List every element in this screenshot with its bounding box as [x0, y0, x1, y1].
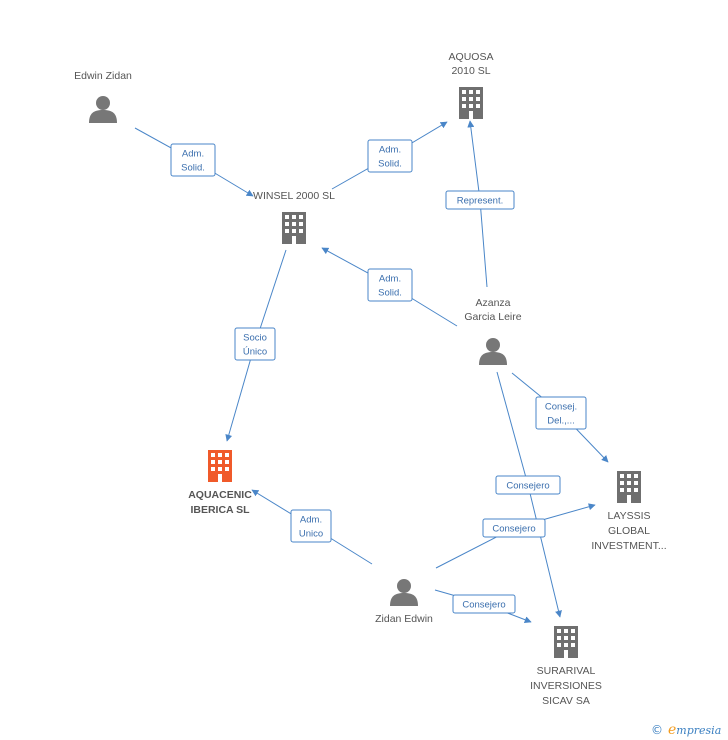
node-label: AQUACENIC: [188, 489, 252, 501]
person-icon: [390, 579, 418, 606]
edge-azanza-to-winsel: Adm. Solid.: [321, 247, 458, 327]
building-icon: [617, 471, 641, 503]
edge-azanza-to-layssis: Consej. Del.,...: [511, 372, 609, 463]
edge-label-text: Socio: [243, 333, 267, 344]
node-label: LAYSSIS: [608, 510, 651, 522]
node-label: INVERSIONES: [530, 680, 602, 692]
edge-label-background: [445, 190, 515, 210]
edge-label-text: Adm.: [300, 515, 322, 526]
edge-label-box[interactable]: Adm. Solid.: [170, 143, 216, 177]
edge-label-background: [234, 327, 276, 361]
footer: © empresia: [651, 722, 721, 738]
edge-label-text: Consej.: [545, 402, 577, 413]
edge-label-text: Adm.: [182, 149, 204, 160]
edge-azanza-to-aquosa: Represent.: [445, 120, 515, 288]
edge-label-text: Consejero: [462, 600, 505, 611]
edge-edwin_zidan-to-winsel: Adm. Solid.: [134, 127, 254, 197]
building-icon: [208, 450, 232, 482]
edge-winsel-to-aquosa: Adm. Solid.: [331, 121, 448, 190]
person-icon: [89, 96, 117, 123]
node-aquosa[interactable]: AQUOSA 2010 SL: [449, 51, 494, 119]
building-icon: [554, 626, 578, 658]
node-label: IBERICA SL: [190, 504, 250, 516]
node-label: SICAV SA: [542, 695, 590, 707]
node-label: Edwin Zidan: [74, 70, 132, 82]
building-icon: [282, 212, 306, 244]
edge-label-background: [482, 518, 546, 538]
edge-label-box[interactable]: Adm. Unico: [290, 509, 332, 543]
edge-azanza-to-surarival: Consejero: [495, 371, 562, 618]
edge-label-background: [452, 594, 516, 614]
node-label: SURARIVAL: [537, 665, 596, 677]
edge-zidan_edwin-to-surarival: Consejero: [434, 589, 532, 624]
edge-label-box[interactable]: Adm. Solid.: [367, 268, 413, 302]
node-label: Zidan Edwin: [375, 613, 433, 625]
node-label: AQUOSA: [449, 51, 494, 63]
building-icon: [459, 87, 483, 119]
edge-label-box[interactable]: Consejero: [495, 475, 561, 495]
edge-zidan_edwin-to-aquacenic: Adm. Unico: [251, 489, 373, 565]
copyright-symbol: ©: [651, 723, 663, 737]
brand-rest: mpresia: [676, 724, 721, 737]
nodes-layer: Edwin Zidan AQUOSA 2010 SL WINSEL 2000 SL Az…: [74, 51, 667, 707]
edge-label-text: Solid.: [181, 163, 205, 174]
edge-label-text: Solid.: [378, 159, 402, 170]
node-aquacenic[interactable]: AQUACENIC IBERICA SL: [188, 450, 252, 516]
node-label: INVESTMENT...: [591, 540, 666, 552]
node-winsel[interactable]: WINSEL 2000 SL: [253, 190, 335, 244]
edge-label-box[interactable]: Consej. Del.,...: [535, 396, 587, 430]
edge-label-box[interactable]: Consejero: [482, 518, 546, 538]
edge-label-text: Consejero: [506, 481, 549, 492]
node-label: GLOBAL: [608, 525, 650, 537]
node-label: 2010 SL: [451, 65, 490, 77]
node-label: Azanza: [475, 297, 510, 309]
edge-label-text: Único: [243, 347, 267, 358]
brand-logo[interactable]: empresia: [668, 722, 721, 738]
node-edwin-zidan[interactable]: Edwin Zidan: [74, 70, 132, 123]
node-surarival[interactable]: SURARIVAL INVERSIONES SICAV SA: [530, 626, 602, 707]
edge-zidan_edwin-to-layssis: Consejero: [435, 503, 596, 569]
edge-label-background: [495, 475, 561, 495]
edge-label-text: Represent.: [457, 196, 503, 207]
edge-label-text: Unico: [299, 529, 323, 540]
brand-initial: e: [668, 722, 676, 738]
edges-layer: Adm. Solid. Adm. Solid. Represent. Adm. Solid.…: [134, 120, 609, 624]
edge-label-box[interactable]: Represent.: [445, 190, 515, 210]
person-icon: [479, 338, 507, 365]
edge-label-text: Del.,...: [547, 416, 574, 427]
node-zidan-edwin[interactable]: Zidan Edwin: [375, 579, 433, 625]
edge-label-background: [535, 396, 587, 430]
node-label: WINSEL 2000 SL: [253, 190, 335, 202]
edge-label-background: [290, 509, 332, 543]
edge-label-text: Consejero: [492, 524, 535, 535]
edge-label-text: Solid.: [378, 288, 402, 299]
edge-label-background: [367, 268, 413, 302]
edge-label-box[interactable]: Consejero: [452, 594, 516, 614]
node-layssis[interactable]: LAYSSIS GLOBAL INVESTMENT...: [591, 471, 667, 552]
node-label: Garcia Leire: [464, 311, 521, 323]
edge-label-background: [170, 143, 216, 177]
edge-label-box[interactable]: Adm. Solid.: [367, 139, 413, 173]
edge-label-text: Adm.: [379, 145, 401, 156]
edge-label-background: [367, 139, 413, 173]
edge-label-text: Adm.: [379, 274, 401, 285]
